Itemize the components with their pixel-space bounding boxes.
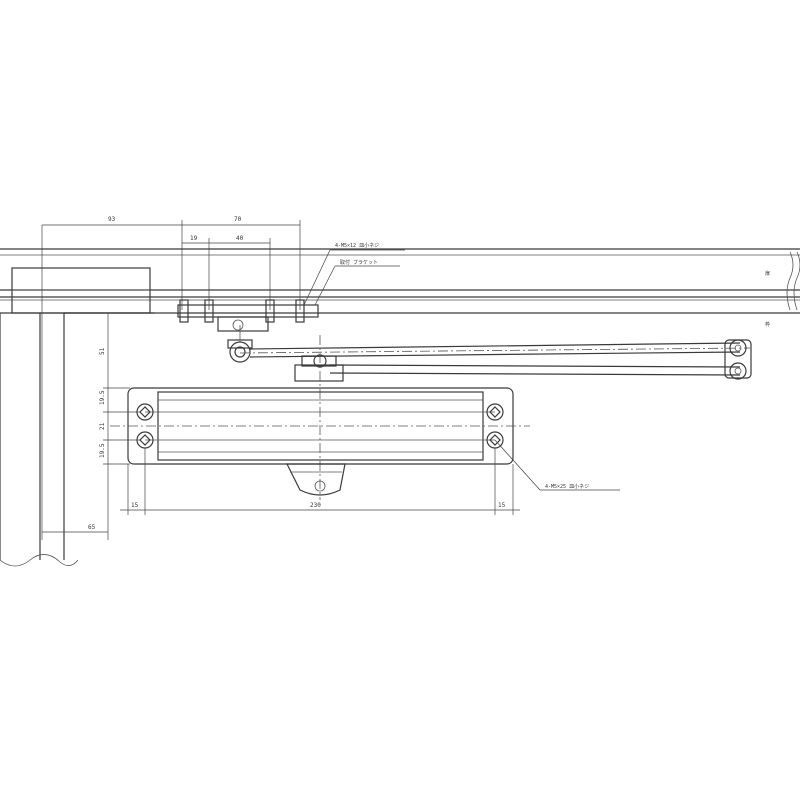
body-screw-top-right <box>486 403 504 421</box>
note-body-screw: 4-M5×25 皿小ネジ <box>545 483 589 490</box>
leader-lines <box>303 249 620 491</box>
dimension-lines <box>41 220 520 540</box>
dim-label-40: 40 <box>236 235 244 242</box>
dim-label-19: 19 <box>190 235 198 242</box>
note-top-screw: 4-M5×12 皿小ネジ <box>335 242 379 249</box>
dim-label-230: 230 <box>310 502 321 509</box>
mounting-bracket <box>177 299 319 332</box>
dim-label-15-left: 15 <box>131 502 139 509</box>
note-top-bracket: 取付 ブラケット <box>340 259 378 266</box>
dim-label-19-5-bottom: 19.5 <box>99 443 106 458</box>
valve-cap <box>286 463 346 496</box>
dim-label-15-right: 15 <box>498 502 506 509</box>
frame-header <box>0 248 800 314</box>
dim-label-21: 21 <box>99 422 106 430</box>
dim-label-65: 65 <box>88 524 96 531</box>
note-right-door: 扉 <box>765 270 770 277</box>
dim-label-19-5-top: 19.5 <box>99 390 106 405</box>
bracket-screw <box>179 299 189 323</box>
dim-label-51: 51 <box>99 347 106 355</box>
closer-arm <box>239 339 752 380</box>
closer-spindle <box>294 335 344 500</box>
note-right-frame: 枠 <box>765 321 770 328</box>
dim-label-70: 70 <box>234 216 242 223</box>
arm-pivot <box>227 325 253 363</box>
dim-label-93: 93 <box>108 216 116 223</box>
